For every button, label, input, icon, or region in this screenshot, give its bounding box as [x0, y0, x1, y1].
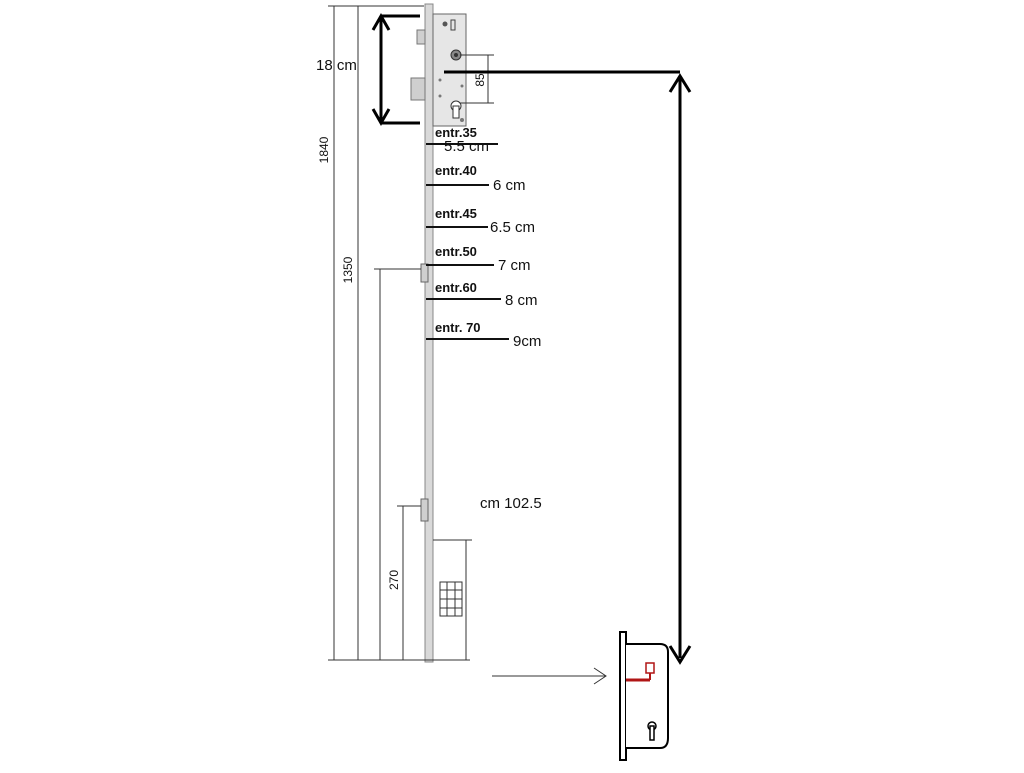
handle-height-label: cm 102.5 [480, 495, 542, 512]
entrance-label-3: entr.50 [435, 244, 477, 259]
entrance-list: entr.355.5 cm entr.40 6 cm entr.45 6.5 cm ent… [426, 125, 541, 350]
dim-lower-label: 270 [387, 570, 401, 590]
backset-label: 85 [473, 73, 487, 87]
lower-locking-point [420, 498, 429, 522]
entrance-label-0: entr.35 [435, 125, 477, 140]
pointer-arrow [492, 667, 607, 685]
dimension-keeper [433, 539, 472, 660]
dimension-backset: 85 [460, 54, 494, 104]
entrance-value-0: 5.5 cm [444, 138, 489, 155]
handle-height-arrow [444, 70, 692, 665]
entrance-value-5: 9cm [513, 333, 541, 350]
lock-case [410, 13, 467, 127]
entrance-label-1: entr.40 [435, 163, 477, 178]
dimension-total: 1840 [317, 5, 470, 661]
faceplate-strip [424, 3, 434, 663]
dimension-lower-point: 270 [387, 505, 421, 660]
entrance-value-1: 6 cm [493, 177, 526, 194]
entrance-value-4: 8 cm [505, 292, 538, 309]
keeper-grid [439, 581, 463, 617]
entrance-label-4: entr.60 [435, 280, 477, 295]
entrance-value-3: 7 cm [498, 257, 531, 274]
entrance-value-2: 6.5 cm [490, 219, 535, 236]
dimension-1350-guide [374, 268, 421, 660]
dim-total-label: 1840 [317, 136, 331, 163]
lock-height-arrow [371, 12, 420, 127]
door-profile-section [619, 631, 669, 761]
lock-height-label: 18 cm [316, 57, 357, 74]
dim-upper-label: 1350 [341, 256, 355, 283]
entrance-label-2: entr.45 [435, 206, 477, 221]
entrance-label-5: entr. 70 [435, 320, 481, 335]
upper-locking-point [420, 263, 429, 283]
dimension-upper-point: 1350 [341, 6, 359, 660]
